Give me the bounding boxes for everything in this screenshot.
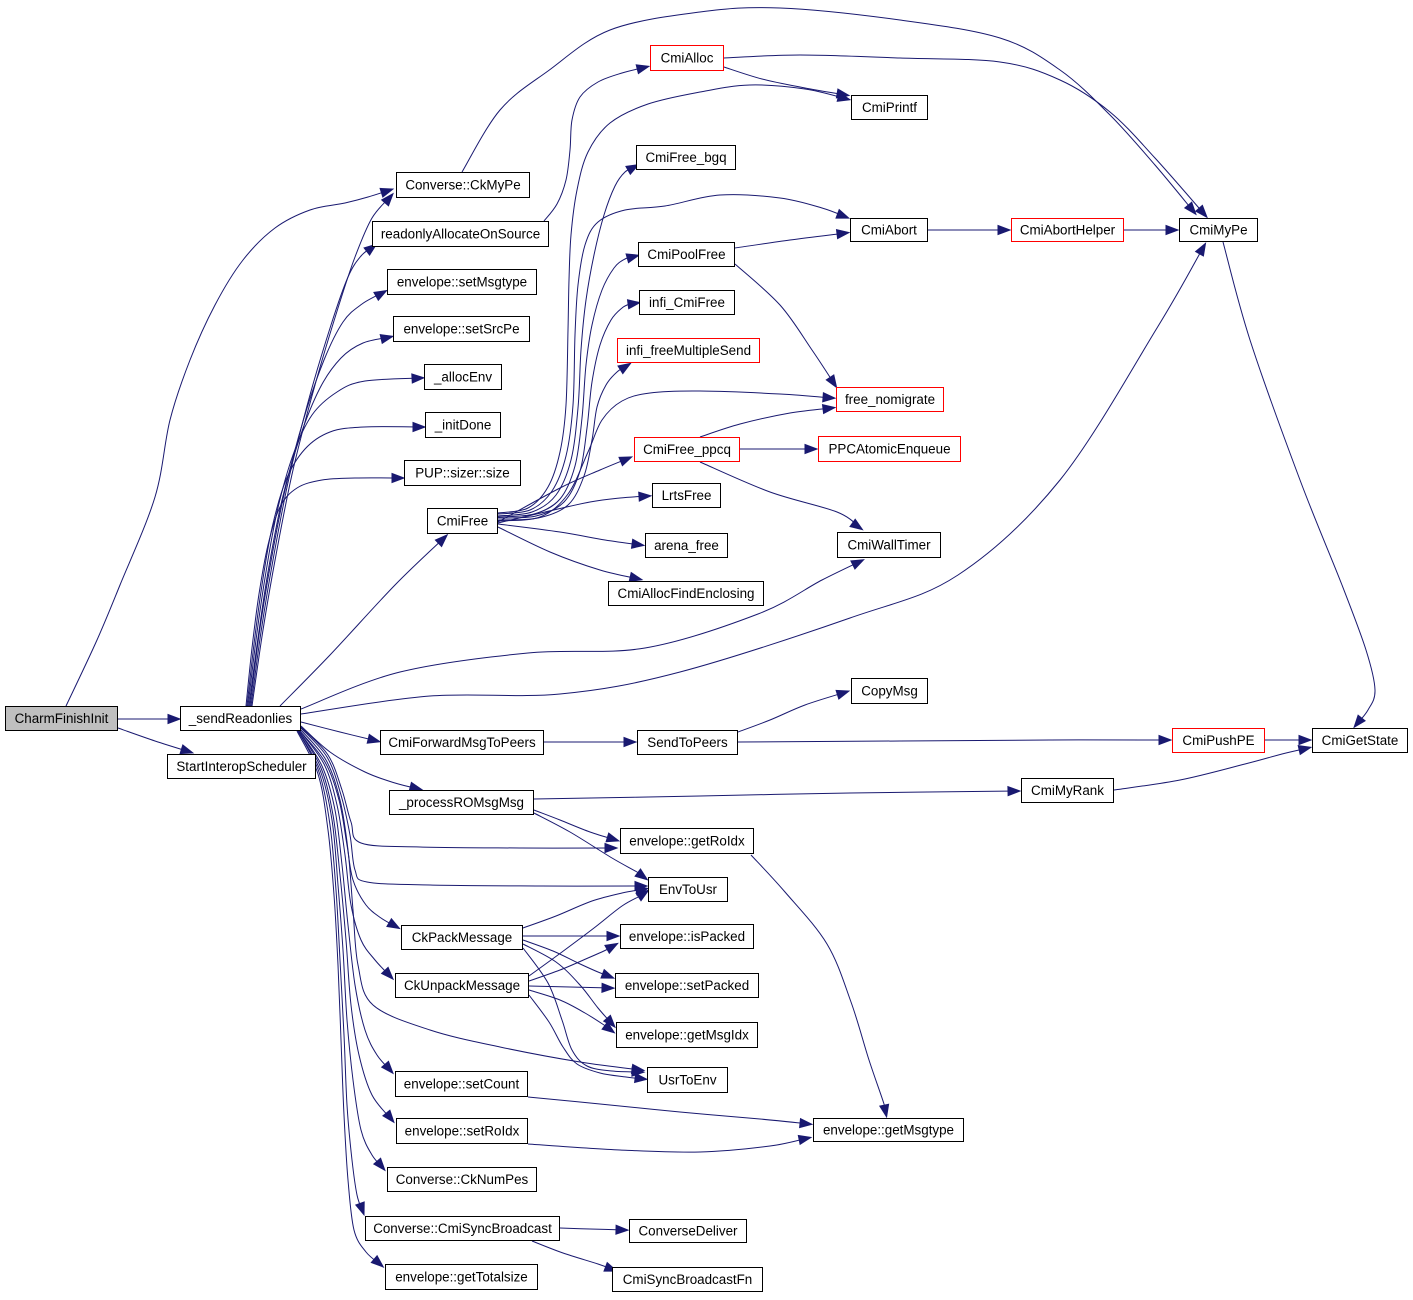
svg-text:arena_free: arena_free — [654, 538, 719, 553]
svg-text:CmiMyRank: CmiMyRank — [1031, 783, 1104, 798]
svg-text:CmiMyPe: CmiMyPe — [1189, 223, 1247, 238]
svg-text:CmiForwardMsgToPeers: CmiForwardMsgToPeers — [388, 735, 536, 750]
svg-text:CmiWallTimer: CmiWallTimer — [847, 538, 931, 553]
svg-text:_allocEnv: _allocEnv — [433, 370, 492, 385]
svg-text:envelope::setMsgtype: envelope::setMsgtype — [397, 275, 527, 290]
svg-text:CmiPoolFree: CmiPoolFree — [647, 247, 725, 262]
svg-text:envelope::setCount: envelope::setCount — [404, 1077, 520, 1092]
svg-text:PPCAtomicEnqueue: PPCAtomicEnqueue — [828, 442, 950, 457]
svg-text:envelope::getTotalsize: envelope::getTotalsize — [395, 1270, 528, 1285]
svg-text:_initDone: _initDone — [434, 418, 492, 433]
svg-text:StartInteropScheduler: StartInteropScheduler — [176, 759, 307, 774]
svg-text:CkPackMessage: CkPackMessage — [412, 930, 512, 945]
svg-text:EnvToUsr: EnvToUsr — [659, 882, 718, 897]
svg-text:Converse::CmiSyncBroadcast: Converse::CmiSyncBroadcast — [373, 1221, 552, 1236]
svg-text:envelope::setRoIdx: envelope::setRoIdx — [405, 1124, 520, 1139]
svg-text:infi_CmiFree: infi_CmiFree — [649, 295, 725, 310]
svg-text:CmiFree_bgq: CmiFree_bgq — [645, 150, 726, 165]
svg-text:LrtsFree: LrtsFree — [662, 488, 712, 503]
svg-text:Converse::CkMyPe: Converse::CkMyPe — [405, 178, 520, 193]
svg-text:CkUnpackMessage: CkUnpackMessage — [404, 978, 520, 993]
svg-text:CmiAlloc: CmiAlloc — [661, 51, 714, 66]
svg-text:ConverseDeliver: ConverseDeliver — [639, 1224, 739, 1239]
svg-text:SendToPeers: SendToPeers — [647, 735, 728, 750]
svg-text:_sendReadonlies: _sendReadonlies — [188, 711, 293, 726]
svg-text:CmiFree: CmiFree — [437, 514, 488, 529]
svg-text:CmiPrintf: CmiPrintf — [862, 100, 917, 115]
svg-text:CmiFree_ppcq: CmiFree_ppcq — [643, 442, 731, 457]
svg-text:CmiPushPE: CmiPushPE — [1182, 733, 1254, 748]
svg-text:envelope::setPacked: envelope::setPacked — [625, 978, 749, 993]
svg-text:readonlyAllocateOnSource: readonlyAllocateOnSource — [381, 227, 540, 242]
svg-text:envelope::setSrcPe: envelope::setSrcPe — [403, 322, 519, 337]
svg-text:Converse::CkNumPes: Converse::CkNumPes — [396, 1172, 529, 1187]
svg-text:infi_freeMultipleSend: infi_freeMultipleSend — [626, 343, 751, 358]
svg-text:envelope::getMsgtype: envelope::getMsgtype — [823, 1123, 954, 1138]
svg-text:_processROMsgMsg: _processROMsgMsg — [398, 795, 524, 810]
svg-text:CmiAllocFindEnclosing: CmiAllocFindEnclosing — [618, 586, 755, 601]
svg-text:CmiAbortHelper: CmiAbortHelper — [1020, 223, 1116, 238]
svg-text:UsrToEnv: UsrToEnv — [658, 1073, 716, 1088]
svg-text:PUP::sizer::size: PUP::sizer::size — [415, 466, 510, 481]
svg-text:envelope::isPacked: envelope::isPacked — [629, 929, 745, 944]
svg-text:free_nomigrate: free_nomigrate — [845, 392, 935, 407]
svg-text:CmiSyncBroadcastFn: CmiSyncBroadcastFn — [623, 1272, 753, 1287]
svg-text:CmiAbort: CmiAbort — [861, 223, 917, 238]
svg-text:CopyMsg: CopyMsg — [861, 684, 918, 699]
svg-text:CharmFinishInit: CharmFinishInit — [15, 711, 109, 726]
svg-text:envelope::getMsgIdx: envelope::getMsgIdx — [625, 1028, 749, 1043]
svg-text:CmiGetState: CmiGetState — [1322, 733, 1399, 748]
svg-text:envelope::getRoIdx: envelope::getRoIdx — [629, 834, 745, 849]
